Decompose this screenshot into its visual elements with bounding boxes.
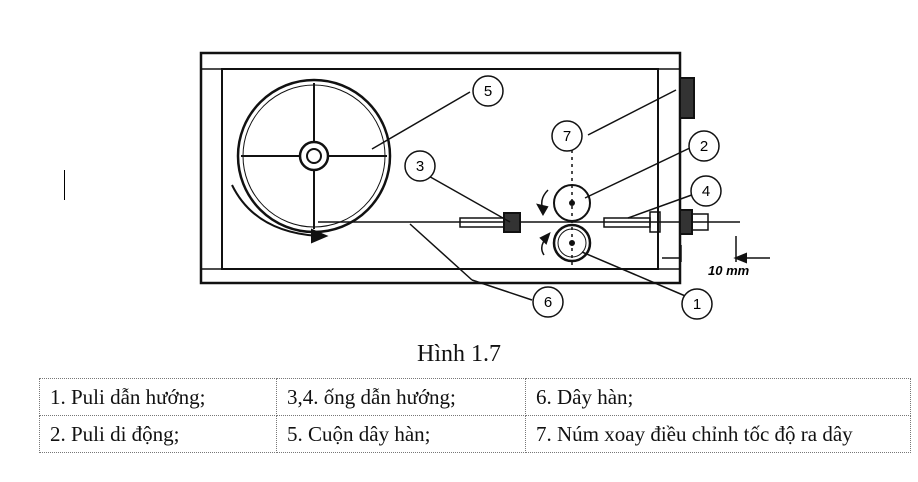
callout-6-circle (532, 286, 564, 318)
guide-pulley (552, 223, 592, 263)
wire-feeder-diagram: 5 3 7 2 4 6 1 10 mm (199, 51, 770, 320)
callout-5: 5 (484, 83, 492, 100)
legend-row: 2. Puli di động; 5. Cuộn dây hàn; 7. Núm… (39, 415, 911, 453)
figure-caption: Hình 1.7 (417, 341, 501, 367)
callout-1-circle (681, 288, 713, 320)
callout-2-circle (688, 130, 720, 162)
legend-cell: 5. Cuộn dây hàn; (276, 415, 526, 453)
callout-2: 2 (700, 138, 708, 155)
callout-6: 6 (544, 294, 552, 311)
callout-3-circle (404, 150, 436, 182)
legend-table: 1. Puli dẫn hướng; 3,4. ống dẫn hướng; 6… (39, 378, 911, 453)
text-cursor (64, 170, 65, 200)
dimension-label: 10 mm (708, 263, 750, 278)
callout-5-circle (472, 75, 504, 107)
legend-cell: 2. Puli di động; (39, 415, 277, 453)
callout-4: 4 (702, 183, 710, 200)
callout-3: 3 (416, 158, 424, 175)
legend-cell: 3,4. ống dẫn hướng; (276, 378, 526, 416)
callout-7-circle (551, 120, 583, 152)
legend-row: 1. Puli dẫn hướng; 3,4. ống dẫn hướng; 6… (39, 378, 911, 416)
legend-cell: 1. Puli dẫn hướng; (39, 378, 277, 416)
housing-inner (221, 68, 659, 270)
legend-cell: 7. Núm xoay điều chỉnh tốc độ ra dây (525, 415, 911, 453)
callout-4-circle (690, 175, 722, 207)
legend-cell: 6. Dây hàn; (525, 378, 911, 416)
callout-1: 1 (693, 296, 701, 313)
callout-7: 7 (563, 128, 571, 145)
knob (679, 77, 695, 119)
housing-outer (199, 51, 682, 285)
